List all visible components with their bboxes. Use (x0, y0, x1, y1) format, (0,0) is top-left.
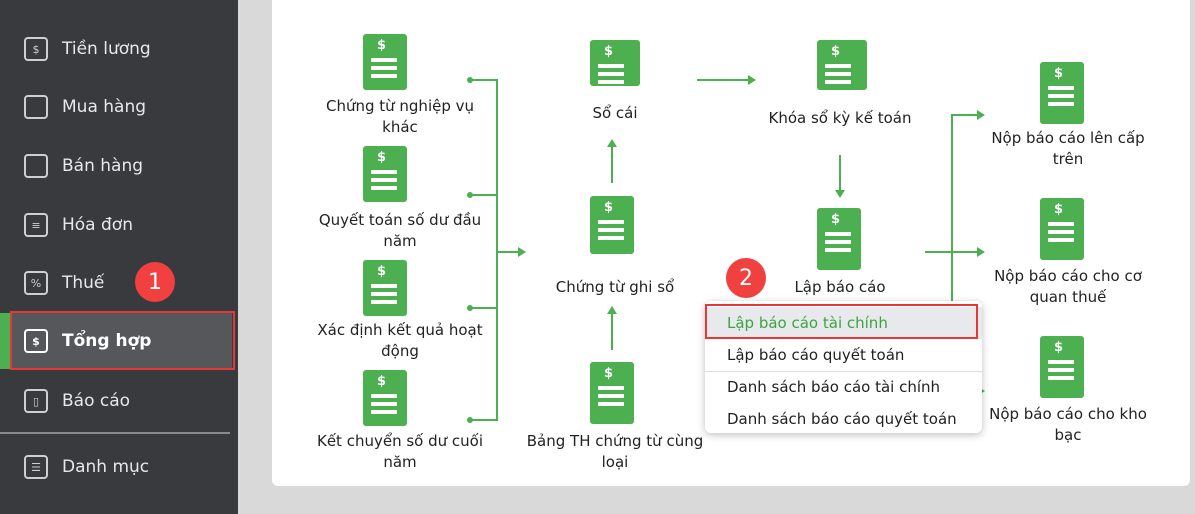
arrow-right-icon (977, 247, 985, 257)
menu-item-lap-bcqt[interactable]: Lập báo cáo quyết toán (727, 346, 905, 364)
connector-dot (467, 192, 473, 198)
connector (470, 307, 497, 309)
sidebar-item-tien-luong[interactable]: $ Tiền lương (0, 24, 232, 74)
menu-divider (705, 371, 982, 372)
arrow-down-icon (835, 190, 845, 198)
node-so-cai[interactable]: Sổ cái (592, 104, 638, 122)
sidebar-item-label: Tiền lương (62, 39, 151, 59)
node-nop-kho-bac[interactable]: Nộp báo cáo cho kho bạc (989, 405, 1147, 444)
connector (611, 145, 613, 183)
connector (952, 114, 978, 116)
connector-dot (467, 305, 473, 311)
document-transfer-icon[interactable] (363, 370, 407, 426)
connector (697, 79, 749, 81)
list-icon: ☰ (24, 455, 48, 479)
report-dropdown-menu: Lập báo cáo tài chính Lập báo cáo quyết … (705, 301, 982, 433)
node-nop-cap-tren[interactable]: Nộp báo cáo lên cấp trên (991, 129, 1145, 168)
arrow-up-icon (607, 306, 617, 314)
connector-dot (467, 417, 473, 423)
ledger-book-icon[interactable] (590, 40, 640, 86)
tax-icon: % (24, 271, 48, 295)
connector (611, 312, 613, 350)
sidebar: $ Tiền lương Mua hàng Bán hàng ≡ Hóa đơn %… (0, 0, 238, 514)
invoice-icon: ≡ (24, 213, 48, 237)
node-chung-tu-ghi-so[interactable]: Chứng từ ghi sổ (555, 278, 675, 296)
node-lap-bao-cao[interactable]: Lập báo cáo (794, 278, 886, 296)
sidebar-item-danh-muc[interactable]: ☰ Danh mục (0, 442, 232, 492)
document-edit-icon[interactable] (363, 34, 407, 90)
document-coin-icon[interactable] (363, 146, 407, 202)
report-upload-icon[interactable] (1040, 62, 1084, 124)
step-badge-2: 2 (726, 258, 766, 298)
sidebar-item-label: Bán hàng (62, 156, 144, 176)
step-badge-1: 1 (135, 262, 175, 302)
connector (496, 79, 498, 421)
sidebar-item-label: Báo cáo (62, 391, 131, 411)
report-tax-icon[interactable] (1040, 198, 1084, 260)
sidebar-divider (0, 432, 230, 434)
sidebar-item-ban-hang[interactable]: Bán hàng (0, 141, 232, 191)
sidebar-item-label: Hóa đơn (62, 215, 133, 235)
connector (470, 194, 497, 196)
node-chung-tu-nghiep-vu-khac[interactable]: Chứng từ nghiệp vụ khác (325, 97, 475, 136)
document-check-icon[interactable] (363, 260, 407, 316)
connector-dot (467, 77, 473, 83)
node-khoa-so[interactable]: Khóa sổ kỳ kế toán (768, 109, 912, 127)
menu-item-lap-bctc[interactable]: Lập báo cáo tài chính (705, 307, 982, 339)
node-xac-dinh-ket-qua[interactable]: Xác định kết quả hoạt động (317, 321, 483, 360)
arrow-right-icon (748, 75, 756, 85)
connector (952, 251, 978, 253)
report-percent-icon[interactable] (817, 208, 861, 270)
arrow-right-icon (977, 110, 985, 120)
report-treasury-icon[interactable] (1040, 336, 1084, 398)
sidebar-item-label: Tổng hợp (62, 331, 152, 351)
shopping-bag-icon (24, 95, 48, 119)
menu-item-ds-bcqt[interactable]: Danh sách báo cáo quyết toán (727, 410, 957, 428)
connector (497, 251, 519, 253)
arrow-right-icon (518, 247, 526, 257)
connector (925, 251, 952, 253)
ledger-icon: $ (24, 329, 48, 353)
payroll-icon: $ (24, 37, 48, 61)
highlight-box-tong-hop (10, 311, 235, 370)
connector (470, 79, 497, 81)
node-quyet-toan-so-du[interactable]: Quyết toán số dư đầu năm (318, 211, 482, 250)
document-pen-icon[interactable] (590, 196, 634, 254)
sidebar-item-label: Mua hàng (62, 97, 147, 117)
sidebar-item-tong-hop[interactable]: $ Tổng hợp (0, 313, 232, 369)
connector (470, 419, 497, 421)
sidebar-item-hoa-don[interactable]: ≡ Hóa đơn (0, 200, 232, 250)
node-nop-co-quan-thue[interactable]: Nộp báo cáo cho cơ quan thuế (994, 267, 1142, 306)
cart-icon (24, 154, 48, 178)
sidebar-item-bao-cao[interactable]: ▯ Báo cáo (0, 376, 232, 426)
highlight-box-menu (705, 304, 978, 339)
bar-chart-icon: ▯ (24, 389, 48, 413)
sidebar-item-mua-hang[interactable]: Mua hàng (0, 82, 232, 132)
ledger-lock-icon[interactable] (817, 40, 867, 90)
sidebar-item-label: Thuế (62, 273, 105, 293)
connector (839, 155, 841, 191)
sidebar-item-thue[interactable]: % Thuế (0, 258, 232, 308)
menu-item-ds-bctc[interactable]: Danh sách báo cáo tài chính (727, 378, 941, 396)
node-ket-chuyen-so-du[interactable]: Kết chuyển số dư cuối năm (316, 432, 483, 471)
node-bang-th-chung-tu[interactable]: Bảng TH chứng từ cùng loại (526, 432, 704, 471)
arrow-up-icon (607, 139, 617, 147)
document-chart-icon[interactable] (590, 362, 634, 424)
sidebar-item-label: Danh mục (62, 457, 150, 477)
